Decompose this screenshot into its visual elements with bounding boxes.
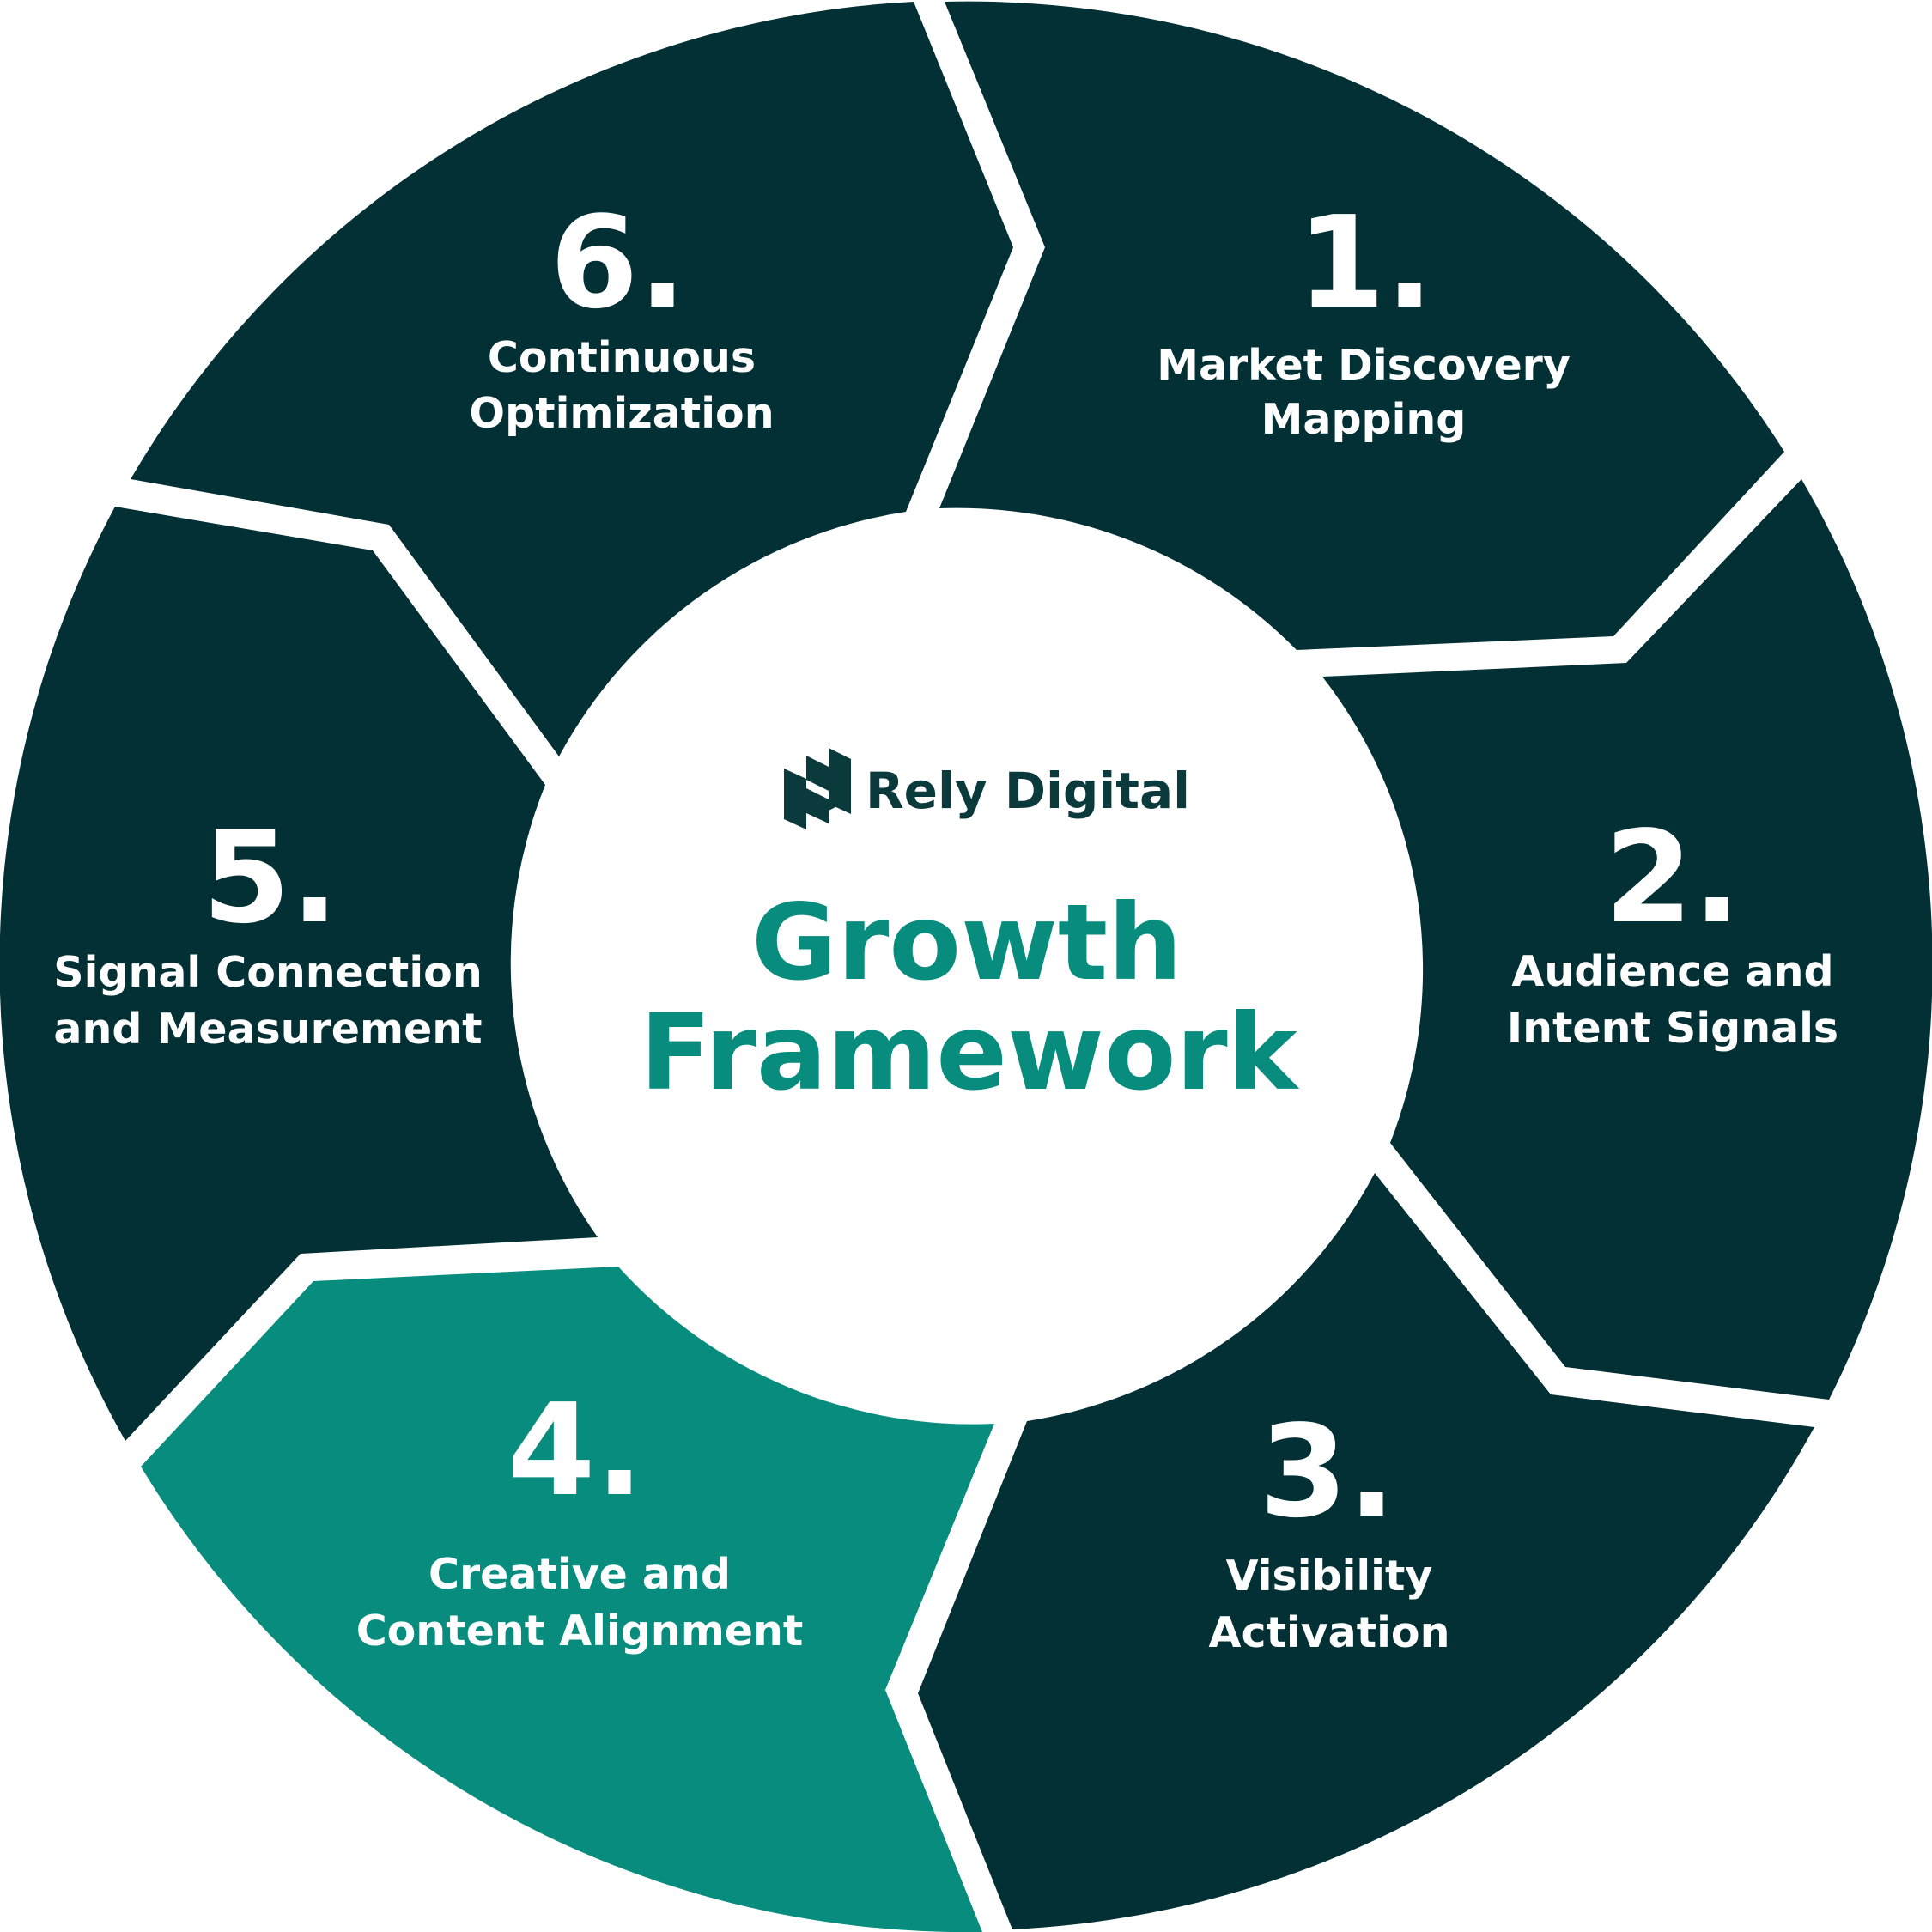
step-5-segment: 5. Signal Connection and Measurement bbox=[0, 507, 598, 1441]
step-1-label-line1: Market Discovery bbox=[1157, 341, 1571, 390]
step-2-label-line2: Intent Signals bbox=[1507, 1004, 1838, 1053]
step-3-label-line2: Activation bbox=[1209, 1608, 1450, 1657]
step-4-shape bbox=[141, 1267, 994, 1932]
step-4-label-line1: Creative and bbox=[428, 1550, 731, 1599]
center-title-line1: Growth bbox=[751, 882, 1182, 1004]
step-6-number: 6. bbox=[550, 189, 686, 337]
step-6-shape bbox=[131, 2, 1013, 756]
center-title-line2: Framework bbox=[640, 992, 1300, 1114]
step-4-label-line2: Content Alignment bbox=[356, 1607, 804, 1656]
step-2-label-line1: Audience and bbox=[1511, 947, 1833, 996]
step-1-shape bbox=[939, 1, 1784, 650]
step-5-number: 5. bbox=[202, 804, 338, 951]
brand-logo: Rely Digital bbox=[784, 748, 1190, 829]
step-5-shape bbox=[0, 507, 598, 1441]
step-6-label-line2: Optimization bbox=[469, 389, 774, 438]
step-1-number: 1. bbox=[1297, 189, 1433, 337]
step-2-shape bbox=[1322, 479, 1932, 1400]
step-2-number: 2. bbox=[1604, 804, 1741, 951]
step-2-segment: 2. Audience and Intent Signals bbox=[1322, 479, 1932, 1400]
step-4-segment: 4. Creative and Content Alignment bbox=[141, 1267, 994, 1932]
step-3-segment: 3. Visibility Activation bbox=[918, 1173, 1814, 1929]
step-6-label-line1: Continuous bbox=[488, 333, 756, 382]
step-3-shape bbox=[918, 1173, 1814, 1929]
brand-name: Rely Digital bbox=[866, 762, 1190, 820]
step-3-label-line1: Visibility bbox=[1226, 1552, 1433, 1601]
step-5-label-line2: and Measurement bbox=[53, 1005, 482, 1054]
rely-digital-logo-icon bbox=[784, 748, 851, 829]
step-4-number: 4. bbox=[507, 1376, 643, 1524]
step-1-segment: 1. Market Discovery Mapping bbox=[939, 1, 1784, 650]
step-5-label-line1: Signal Connection bbox=[53, 948, 482, 997]
step-3-number: 3. bbox=[1259, 1398, 1395, 1546]
step-6-segment: 6. Continuous Optimization bbox=[131, 2, 1013, 756]
step-1-label-line2: Mapping bbox=[1261, 395, 1467, 444]
